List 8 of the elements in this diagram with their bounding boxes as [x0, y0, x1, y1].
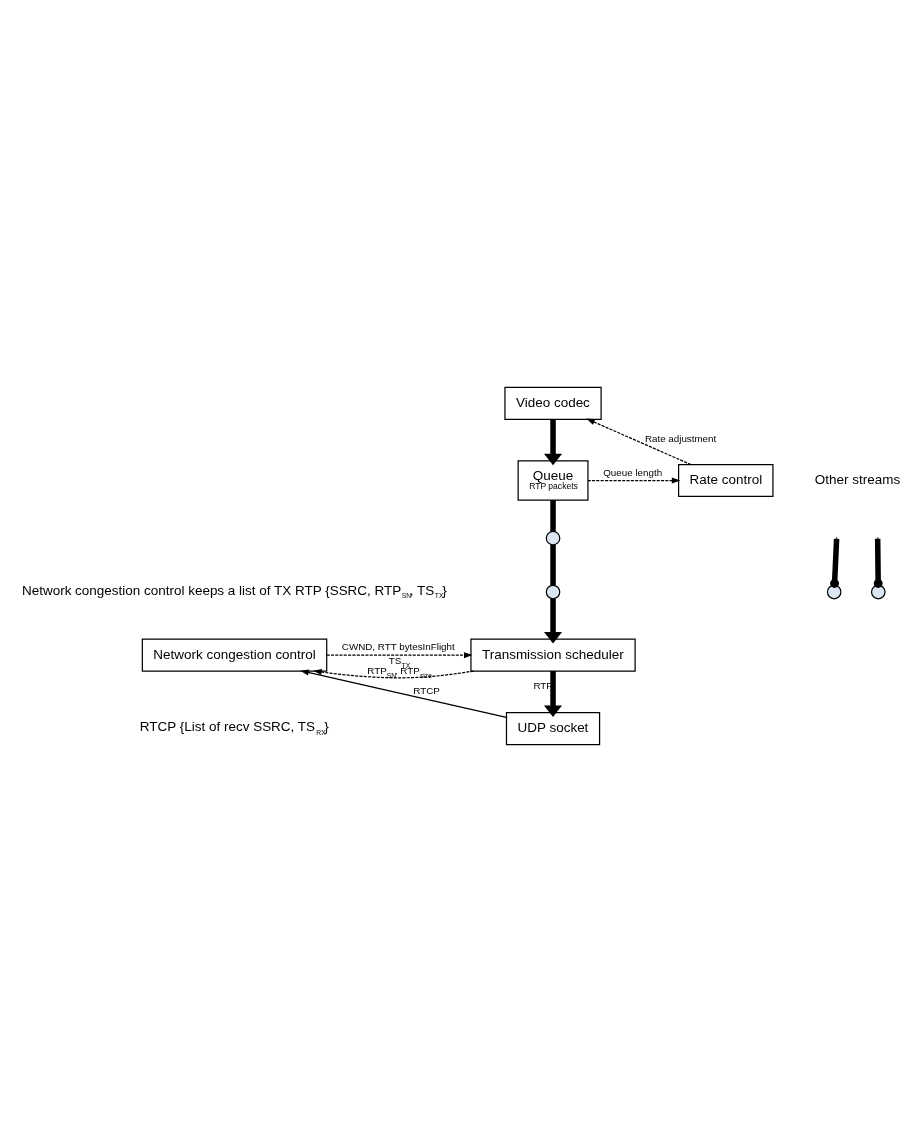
edge-label: CWND, RTT bytesInFlight: [341, 641, 455, 653]
edge-label: Rate adjustment: [644, 433, 717, 445]
edge-label: TS$_{TX}$ RTP$_{SN}$, RTP$_{size}$: [367, 655, 432, 679]
label: Network congestion control keeps a list of TX RTP {SSRC, RTP$_{SN}$, TS$_{TX}$}: [21, 582, 447, 600]
edge-label: Queue length: [603, 466, 663, 478]
label: RTCP {List of recv SSRC, TS$_{RX}$}: [139, 719, 329, 736]
label: Other streams: [814, 471, 901, 487]
edge-label: RTCP: [413, 685, 440, 697]
